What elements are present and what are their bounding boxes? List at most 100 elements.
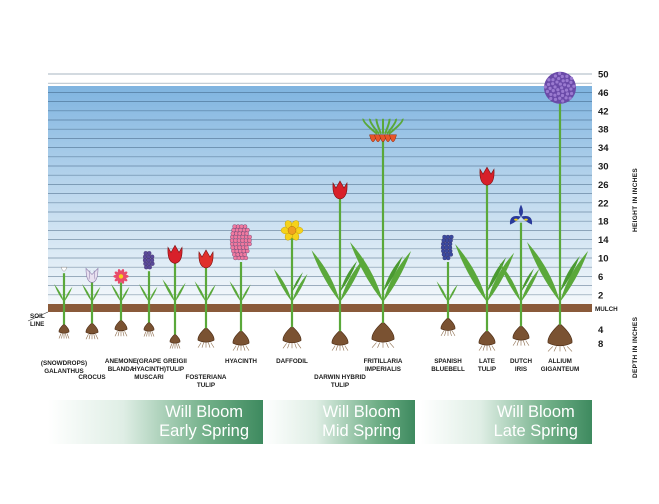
daffodil-bloom [280, 220, 304, 241]
height-tick-label: 34 [598, 143, 609, 154]
bulb [282, 325, 302, 344]
roots [512, 340, 530, 346]
soil-mulch-strip [48, 304, 592, 312]
plant-label-line: TULIP [166, 366, 184, 373]
plant-label-line: CROCUS [78, 374, 105, 381]
height-tick-label: 6 [598, 272, 603, 283]
leaf [521, 268, 540, 302]
roots [197, 342, 215, 348]
iris-bloom [509, 204, 533, 225]
tulip-bloom [167, 244, 183, 264]
plant-label: (SNOWDROPS)GALANTHUS [41, 360, 87, 375]
leaf [527, 242, 560, 302]
leaf [121, 286, 130, 302]
plant-label-line: HYACINTH [225, 358, 257, 365]
bulb [85, 322, 99, 335]
height-tick-label: 42 [598, 106, 609, 117]
plant-label-line: TULIP [478, 366, 496, 373]
mulch-label: MULCH [595, 306, 618, 313]
plant-label-line: TULIP [197, 382, 215, 389]
plant-label: CROCUS [78, 374, 105, 381]
plant-label-line: IMPERIALIS [365, 366, 401, 373]
plant-label-line: BLUEBELL [431, 366, 465, 373]
plant-label-line: TULIP [331, 382, 349, 389]
plant-label-line: ALLIUM [548, 358, 572, 365]
leaf [521, 268, 534, 292]
depth-tick-label: 8 [598, 339, 603, 350]
anemone-bloom [113, 269, 129, 284]
leaf [273, 268, 292, 302]
depth-axis: 48 [598, 325, 604, 350]
plant-10 [436, 234, 458, 337]
plant-label: DAFFODIL [276, 358, 308, 365]
leaf [560, 256, 580, 292]
plant-7 [273, 220, 308, 349]
leaf [175, 282, 186, 302]
roots [547, 346, 573, 352]
bulb [331, 329, 349, 346]
plant-label-line: DUTCH [510, 358, 532, 365]
leaf [383, 256, 403, 292]
bulb [440, 317, 456, 331]
height-tick-label: 2 [598, 290, 603, 301]
leaf [560, 251, 589, 302]
soil-line-label: LINE [30, 321, 44, 328]
roots [58, 333, 70, 339]
bulb [143, 321, 155, 332]
plant-label-line: DARWIN HYBRID [314, 374, 366, 381]
plant-label-line: ANEMONE [105, 358, 137, 365]
plant-5 [194, 249, 216, 348]
height-tick-label: 30 [598, 162, 609, 173]
plant-label-line: MUSCARI [134, 374, 164, 381]
tulip-bloom [332, 180, 348, 200]
roots [114, 331, 128, 337]
bulb [547, 323, 573, 347]
height-tick-label: 18 [598, 217, 609, 228]
hyacinth-bloom [229, 224, 252, 261]
plants-layer [54, 71, 589, 352]
leaf [436, 281, 448, 302]
plant-13 [527, 71, 589, 352]
leaf [229, 281, 241, 302]
leaf [292, 273, 308, 302]
leaf [54, 284, 64, 302]
bulb [232, 329, 250, 346]
muscari-bloom [142, 251, 155, 270]
leaf [111, 284, 121, 302]
band-line2: Early Spring [159, 422, 249, 440]
soil-line-marker [27, 311, 49, 322]
leaf [162, 279, 175, 302]
leaf [383, 251, 412, 302]
roots [169, 343, 181, 349]
leaf [455, 244, 487, 302]
plant-label-line: GALANTHUS [44, 368, 84, 375]
leaf [149, 286, 158, 302]
band-line1: Will Bloom [496, 403, 575, 421]
height-tick-label: 10 [598, 254, 609, 265]
bulb [512, 324, 530, 341]
fritillaria-bloom [362, 118, 404, 143]
snowdrop-bloom [60, 266, 68, 272]
band-line2: Late Spring [493, 422, 578, 440]
leaf [448, 284, 458, 302]
leaf [311, 250, 340, 302]
roots [371, 342, 395, 348]
roots [85, 334, 99, 340]
plant-label-line: BLANDA [108, 366, 135, 373]
allium-bloom [543, 71, 576, 104]
band-line1: Will Bloom [322, 403, 401, 421]
plant-label-line: (SNOWDROPS) [41, 360, 87, 367]
height-tick-label: 46 [598, 88, 609, 99]
leaf [340, 258, 365, 302]
plant-1 [82, 267, 101, 340]
plant-label-line: FRITILLARIA [364, 358, 403, 365]
